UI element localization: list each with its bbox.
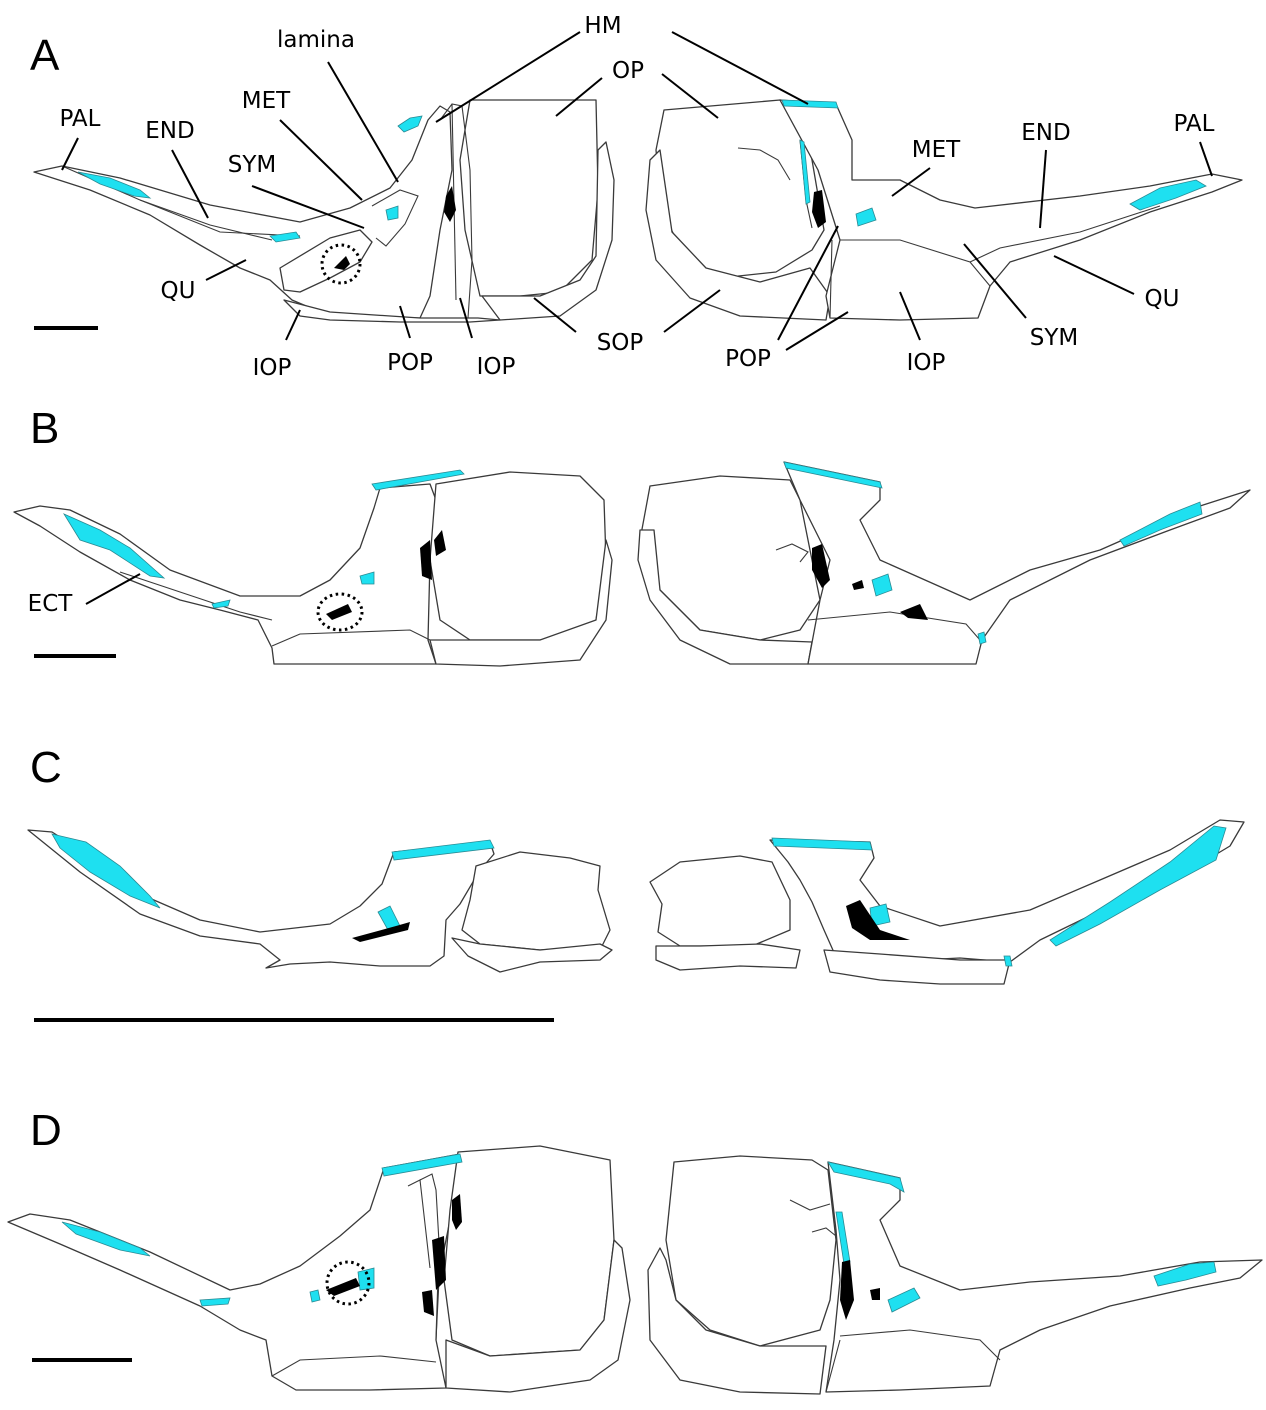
label-sym-left: SYM	[228, 152, 277, 178]
panel-a-labels: HM OP lamina MET MET PAL PAL END END SYM…	[60, 13, 1215, 381]
panel-c: C	[28, 743, 1244, 1020]
suspensorium-left-d	[8, 1154, 462, 1390]
panel-letter-c: C	[30, 743, 62, 792]
opercle-left-b	[430, 472, 606, 640]
panel-b: B ECT	[14, 404, 1250, 666]
panel-c-left-suspensorium	[28, 830, 612, 972]
cartilage-pal-left-c	[52, 834, 160, 908]
label-iop-left-2: IOP	[477, 354, 516, 380]
label-met-right: MET	[912, 137, 961, 163]
cartilage-hm-left	[398, 116, 422, 132]
label-qu-left: QU	[161, 278, 196, 304]
label-pop-right: POP	[725, 346, 771, 372]
label-met-left: MET	[242, 88, 291, 114]
label-pal-right: PAL	[1174, 111, 1215, 137]
label-qu-right: QU	[1145, 286, 1180, 312]
panel-letter-b: B	[30, 404, 59, 453]
panel-a: A	[30, 13, 1242, 381]
panel-a-left-suspensorium	[34, 100, 614, 322]
label-iop-right: IOP	[907, 350, 946, 376]
label-lamina: lamina	[277, 27, 355, 53]
cartilage-pal-right-c	[1050, 826, 1226, 946]
label-sop: SOP	[597, 330, 644, 356]
label-pal-left: PAL	[60, 106, 101, 132]
opercle-left-c	[462, 852, 610, 950]
label-sym-right: SYM	[1030, 325, 1079, 351]
cartilage-pal-right-b	[1120, 502, 1202, 546]
label-op: OP	[612, 58, 644, 84]
panel-b-right-suspensorium	[638, 462, 1250, 664]
panel-b-left-suspensorium: ECT	[14, 470, 612, 666]
panel-d-right-suspensorium	[648, 1156, 1262, 1394]
label-ect: ECT	[28, 591, 74, 617]
opercle-left-d	[444, 1146, 614, 1356]
opercle-left	[460, 100, 598, 296]
label-iop-left-1: IOP	[253, 355, 292, 381]
panel-d-left-suspensorium	[8, 1146, 630, 1392]
label-hm: HM	[584, 13, 621, 39]
panel-letter-a: A	[30, 31, 60, 80]
panel-letter-d: D	[30, 1106, 62, 1155]
label-pop-left: POP	[387, 350, 433, 376]
panel-d: D	[8, 1106, 1262, 1394]
hyomandibula-right-b	[784, 462, 1250, 664]
panel-c-right-suspensorium	[650, 820, 1244, 984]
label-end-left: END	[145, 118, 194, 144]
opercle-right-c	[650, 856, 790, 946]
subopercle-right-c	[656, 944, 800, 970]
label-end-right: END	[1021, 120, 1070, 146]
